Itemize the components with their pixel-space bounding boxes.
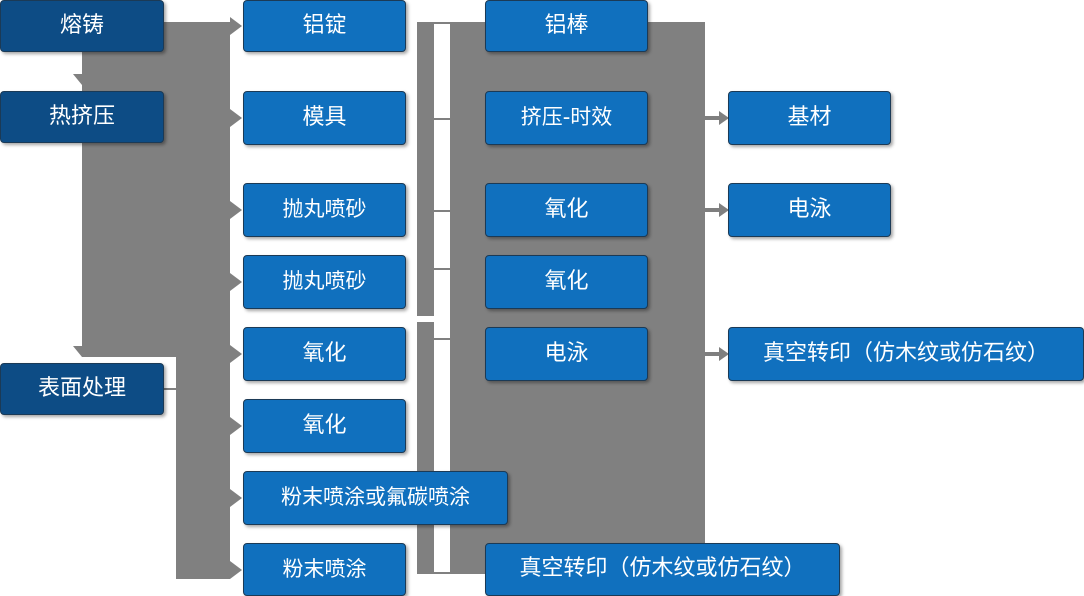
process-box-mold[interactable]: 模具 bbox=[243, 91, 406, 145]
connector-stub-6 bbox=[428, 572, 456, 574]
connector-rail-mid-lower bbox=[417, 322, 434, 574]
connector-arrow-to-proc-1 bbox=[230, 17, 242, 35]
connector-arrow-to-proc-2 bbox=[230, 109, 242, 127]
stage-box-surface-treatment[interactable]: 表面处理 bbox=[0, 363, 164, 415]
process-box-powder-or-fluorocarbon-coating[interactable]: 粉末喷涂或氟碳喷涂 bbox=[243, 471, 508, 525]
process-box-shot-blasting-2[interactable]: 抛丸喷砂 bbox=[243, 255, 406, 309]
process-box-oxidation-2[interactable]: 氧化 bbox=[243, 399, 406, 453]
connector-down-arrow-surface bbox=[73, 346, 91, 357]
secondary-box-electrophoresis[interactable]: 电泳 bbox=[485, 327, 648, 381]
stage-box-hot-extrusion[interactable]: 热挤压 bbox=[0, 91, 164, 143]
connector-trunk-lower bbox=[176, 357, 230, 579]
arrow-to-out-1 bbox=[705, 111, 729, 125]
connector-arrow-to-proc-7 bbox=[230, 489, 242, 507]
secondary-box-extrusion-aging[interactable]: 挤压-时效 bbox=[485, 91, 648, 145]
connector-arrow-to-proc-5 bbox=[230, 345, 242, 363]
secondary-box-vacuum-transfer-print[interactable]: 真空转印（仿木纹或仿石纹） bbox=[485, 543, 840, 596]
connector-arrow-to-proc-6 bbox=[230, 417, 242, 435]
connector-arrow-to-proc-4 bbox=[230, 273, 242, 291]
arrow-to-out-3 bbox=[705, 347, 729, 361]
process-box-oxidation-1[interactable]: 氧化 bbox=[243, 327, 406, 381]
output-box-electrophoresis[interactable]: 电泳 bbox=[728, 183, 891, 237]
arrow-to-out-2 bbox=[705, 203, 729, 217]
connector-stub-2 bbox=[428, 118, 456, 120]
connector-trunk-upper bbox=[82, 22, 230, 357]
output-box-vacuum-transfer-print[interactable]: 真空转印（仿木纹或仿石纹） bbox=[728, 327, 1084, 381]
connector-arrow-to-proc-8 bbox=[230, 561, 242, 579]
connector-line-surface bbox=[164, 388, 186, 390]
secondary-box-oxidation-1[interactable]: 氧化 bbox=[485, 183, 648, 237]
connector-rail-mid bbox=[417, 22, 434, 316]
connector-stub-4 bbox=[428, 268, 456, 270]
process-box-shot-blasting-1[interactable]: 抛丸喷砂 bbox=[243, 183, 406, 237]
connector-stub-5 bbox=[428, 338, 456, 340]
connector-down-arrow-stage bbox=[73, 74, 91, 85]
connector-arrow-to-proc-3 bbox=[230, 201, 242, 219]
secondary-box-oxidation-2[interactable]: 氧化 bbox=[485, 255, 648, 309]
output-box-base-material[interactable]: 基材 bbox=[728, 91, 891, 145]
secondary-box-aluminum-bar[interactable]: 铝棒 bbox=[485, 0, 648, 52]
connector-stub-3 bbox=[428, 210, 456, 212]
process-box-aluminum-ingot[interactable]: 铝锭 bbox=[243, 0, 406, 52]
connector-stub-1 bbox=[428, 22, 456, 24]
stage-box-melting[interactable]: 熔铸 bbox=[0, 0, 164, 52]
process-box-powder-coating[interactable]: 粉末喷涂 bbox=[243, 543, 406, 596]
